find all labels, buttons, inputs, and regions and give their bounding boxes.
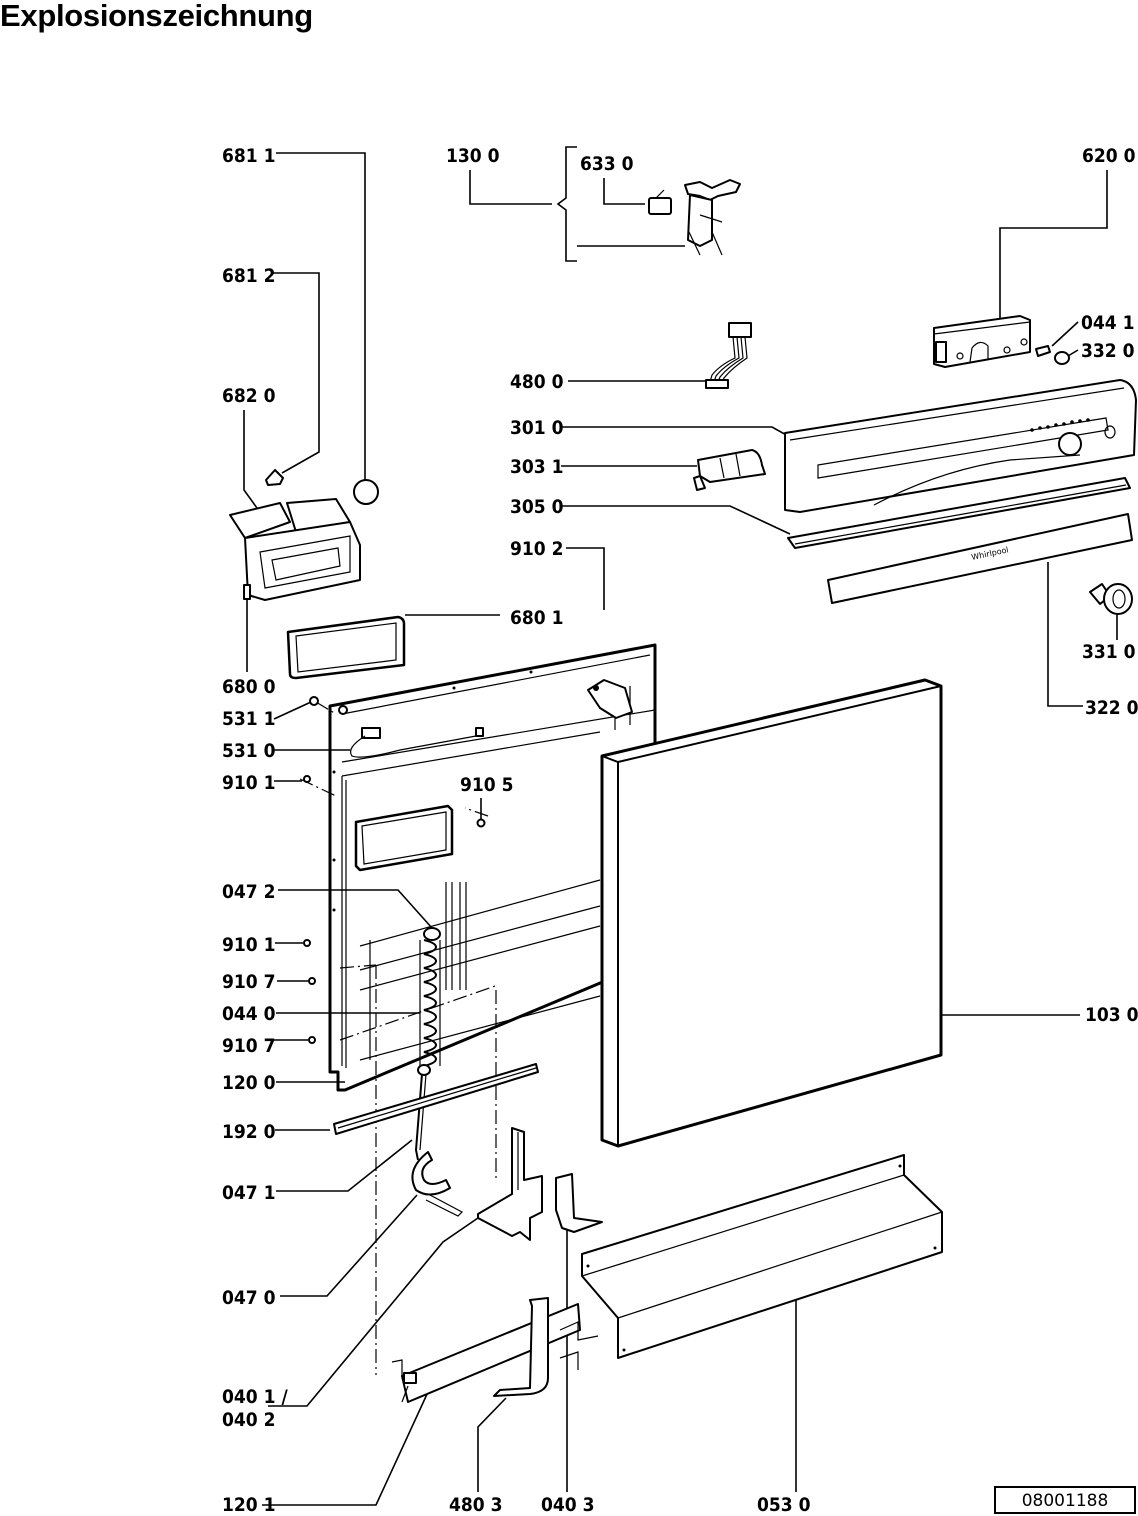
reference-number: 08001188 [1022,1491,1109,1511]
label-120-0: 120 0 [222,1072,276,1094]
label-044-0: 044 0 [222,1003,276,1025]
label-040-1: 040 1 / [222,1386,288,1408]
label-322-0: 322 0 [1085,697,1138,719]
label-301-0: 301 0 [510,417,564,439]
control-panel-fascia [784,379,1137,513]
door-lock-assembly [648,179,741,256]
label-910-1-bottom: 910 1 [222,934,276,956]
electronic-control-board [933,315,1070,368]
label-682-0: 682 0 [222,385,276,407]
label-047-0: 047 0 [222,1287,276,1309]
label-910-7-top: 910 7 [222,971,276,993]
label-681-1: 681 1 [222,145,276,167]
label-680-0: 680 0 [222,676,276,698]
reference-number-box: 08001188 [994,1486,1136,1514]
side-bracket [555,1173,603,1233]
label-120-1: 120 1 [222,1494,276,1516]
outer-door-panel [600,678,943,1148]
door-handle [693,449,766,491]
label-910-1-top: 910 1 [222,772,276,794]
control-knob [1089,583,1133,615]
lower-door-plate [391,1303,581,1403]
label-681-2: 681 2 [222,265,276,287]
dispenser-gasket [286,615,406,680]
bent-bracket [493,1297,549,1397]
label-910-2: 910 2 [510,538,564,560]
label-620-0: 620 0 [1082,145,1136,167]
pulley-bracket [411,1151,463,1217]
page-title: Explosionszeichnung [0,0,313,33]
label-331-0: 331 0 [1082,641,1136,663]
label-044-1: 044 1 [1081,312,1135,334]
label-531-0: 531 0 [222,740,276,762]
hinge-bracket [477,1127,543,1241]
label-303-1: 303 1 [510,456,564,478]
label-103-0: 103 0 [1085,1004,1138,1026]
decor-strip: Whirlpool [827,513,1133,604]
cable-harness [705,322,752,389]
label-305-0: 305 0 [510,496,564,518]
label-910-7-bottom: 910 7 [222,1035,276,1057]
inner-door-panel [303,643,657,1092]
label-130-0: 130 0 [446,145,500,167]
button-strip [787,477,1131,549]
label-633-0: 633 0 [580,153,634,175]
door-spring [417,927,441,1076]
label-053-0: 053 0 [757,1494,811,1516]
label-910-5: 910 5 [460,774,514,796]
label-531-1: 531 1 [222,708,276,730]
door-cable [414,1073,423,1161]
label-192-0: 192 0 [222,1121,276,1143]
label-480-3: 480 3 [449,1494,503,1516]
bottom-rail [333,1063,539,1135]
part-labels: 681 1 681 2 682 0 680 0 680 1 130 0 633 … [222,145,1138,1516]
kick-plate [581,1154,943,1359]
label-040-3: 040 3 [541,1494,595,1516]
leader-lines [243,146,1118,1506]
label-332-0: 332 0 [1081,340,1135,362]
seal-ring [353,479,379,505]
label-047-2: 047 2 [222,881,276,903]
label-680-1: 680 1 [510,607,564,629]
label-047-1: 047 1 [222,1182,276,1204]
dispenser-lever [265,469,284,486]
label-480-0: 480 0 [510,371,564,393]
detergent-dispenser [229,498,361,601]
label-040-2: 040 2 [222,1409,276,1431]
